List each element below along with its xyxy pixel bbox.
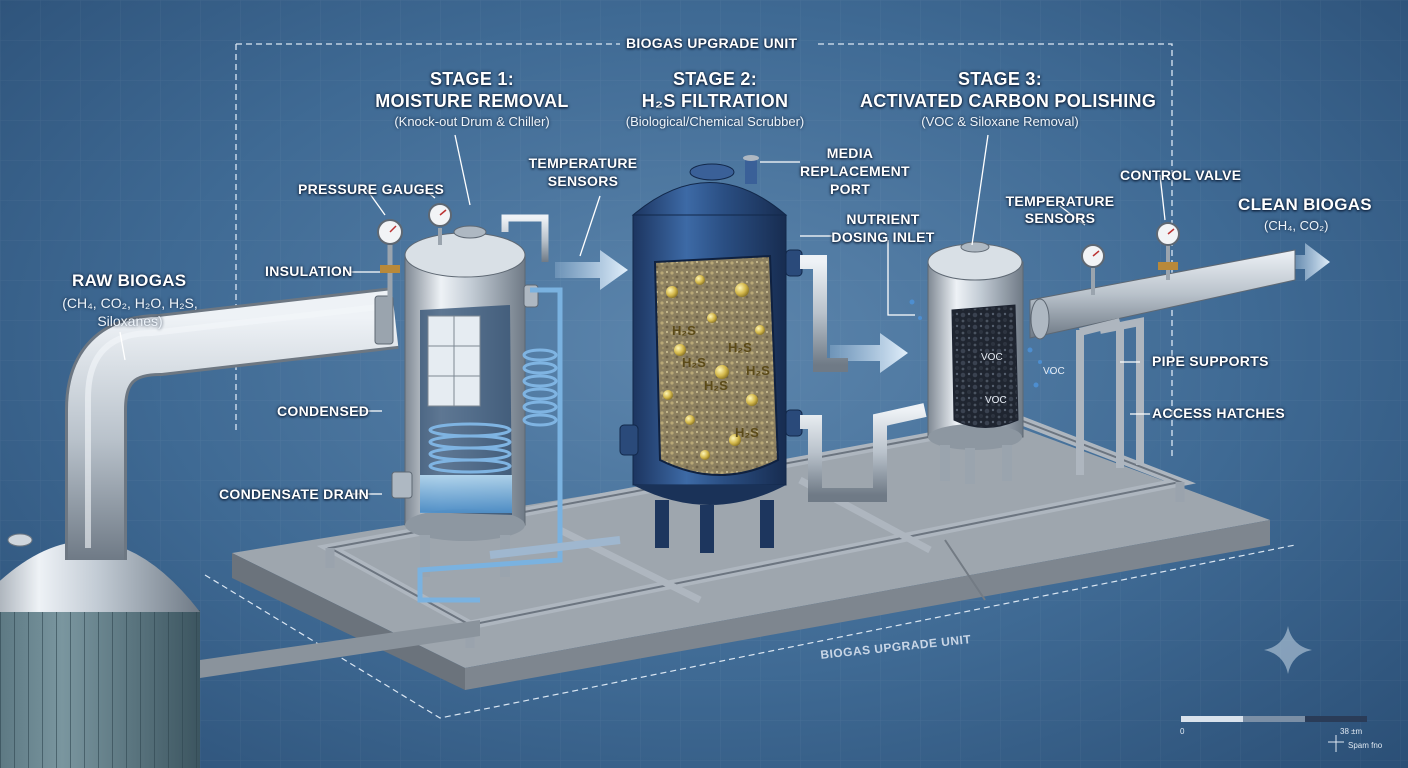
leader-lines <box>119 134 1166 495</box>
buried-pipe <box>200 620 480 678</box>
callout-condensate-drain: CONDENSATE DRAIN <box>219 486 369 502</box>
plate-frame <box>204 544 1296 719</box>
voc-tag: VOC <box>1043 366 1065 377</box>
callout-media-line2: REPLACEMENT <box>800 163 910 179</box>
stage1-vent-pipe <box>501 214 549 262</box>
drain-pipe <box>489 536 621 559</box>
control-valve <box>1156 222 1180 280</box>
stage1-title-line1: STAGE 1: <box>429 69 515 89</box>
stage3-inlet-pipe <box>800 403 927 502</box>
stage1-knockout-drum <box>391 225 539 577</box>
sparkle-icon <box>1264 626 1312 674</box>
pressure-gauge-2 <box>428 203 452 245</box>
stage2-title-line1: STAGE 2: <box>672 69 758 89</box>
pipe-support-frame <box>1076 317 1144 475</box>
stage3-subtitle: (VOC & Siloxane Removal) <box>921 114 1079 129</box>
stage2-subtitle: (Biological/Chemical Scrubber) <box>625 114 805 129</box>
pressure-gauge-1 <box>377 219 403 300</box>
voc-tag: VOC <box>981 352 1003 363</box>
clean-biogas-title: CLEAN BIOGAS <box>1238 195 1372 214</box>
stage3-carbon-vessel <box>909 241 1052 484</box>
callout-media-line1: MEDIA <box>826 145 874 161</box>
callout-temp-sensors-2-line1: TEMPERATURE <box>1005 193 1115 209</box>
raw-biogas-composition-line1: (CH₄, CO₂, H₂O, H₂S, <box>62 295 198 311</box>
media-tag: H₂S <box>746 363 770 378</box>
scale-note: Spam fno <box>1348 741 1383 750</box>
flow-arrow-3 <box>1290 243 1330 281</box>
raw-biogas-title: RAW BIOGAS <box>72 271 187 290</box>
voc-tag: VOC <box>985 395 1007 406</box>
stage1-title-line2: MOISTURE REMOVAL <box>375 91 569 111</box>
stage2-outlet-pipe <box>800 255 848 372</box>
callout-temp-sensors-1-line2: SENSORS <box>547 173 619 189</box>
media-tag: H₂S <box>704 378 728 393</box>
callout-pipe-supports: PIPE SUPPORTS <box>1152 353 1269 369</box>
callout-temp-sensors-2-line2: SENSORS <box>1024 210 1096 226</box>
chiller-coil <box>522 348 558 427</box>
stage3-title-line1: STAGE 3: <box>957 69 1043 89</box>
flow-arrow-2 <box>830 333 908 373</box>
callout-nutrient-line2: DOSING INLET <box>831 229 935 245</box>
frame-title: BIOGAS UPGRADE UNIT <box>626 35 798 51</box>
stage3-title-line2: ACTIVATED CARBON POLISHING <box>860 91 1157 111</box>
clean-biogas-composition: (CH₄, CO₂) <box>1264 218 1329 233</box>
callout-condensed: CONDENSED <box>277 403 370 419</box>
media-tag: H₂S <box>672 323 696 338</box>
concrete-base <box>232 426 1270 690</box>
stage1-subtitle: (Knock-out Drum & Chiller) <box>394 114 550 129</box>
callout-nutrient-line1: NUTRIENT <box>846 211 920 227</box>
media-tag: H₂S <box>735 425 759 440</box>
callout-access-hatches: ACCESS HATCHES <box>1152 405 1286 421</box>
callout-pressure-gauges: PRESSURE GAUGES <box>298 181 445 197</box>
callout-media-line3: PORT <box>829 181 871 197</box>
flow-arrow-1 <box>555 250 628 290</box>
raw-biogas-inlet-pipe <box>65 287 399 560</box>
stage2-title-line2: H₂S FILTRATION <box>641 91 789 111</box>
scale-end: 38 ±m <box>1340 727 1363 736</box>
callout-control-valve: CONTROL VALVE <box>1120 167 1242 183</box>
stage2-scrubber-vessel <box>619 155 803 553</box>
raw-biogas-composition-line2: Siloxanes) <box>97 313 163 329</box>
clean-biogas-outlet-pipe <box>1029 249 1296 340</box>
condensate-line <box>417 287 563 603</box>
digester-tank <box>0 533 200 768</box>
callout-temp-sensors-1-line1: TEMPERATURE <box>528 155 638 171</box>
scale-zero: 0 <box>1180 727 1185 736</box>
media-tag: H₂S <box>728 340 752 355</box>
scale-bar <box>1181 716 1367 752</box>
media-tag: H₂S <box>682 355 706 370</box>
callout-insulation: INSULATION <box>265 263 353 279</box>
pressure-gauge-3 <box>1081 244 1105 295</box>
